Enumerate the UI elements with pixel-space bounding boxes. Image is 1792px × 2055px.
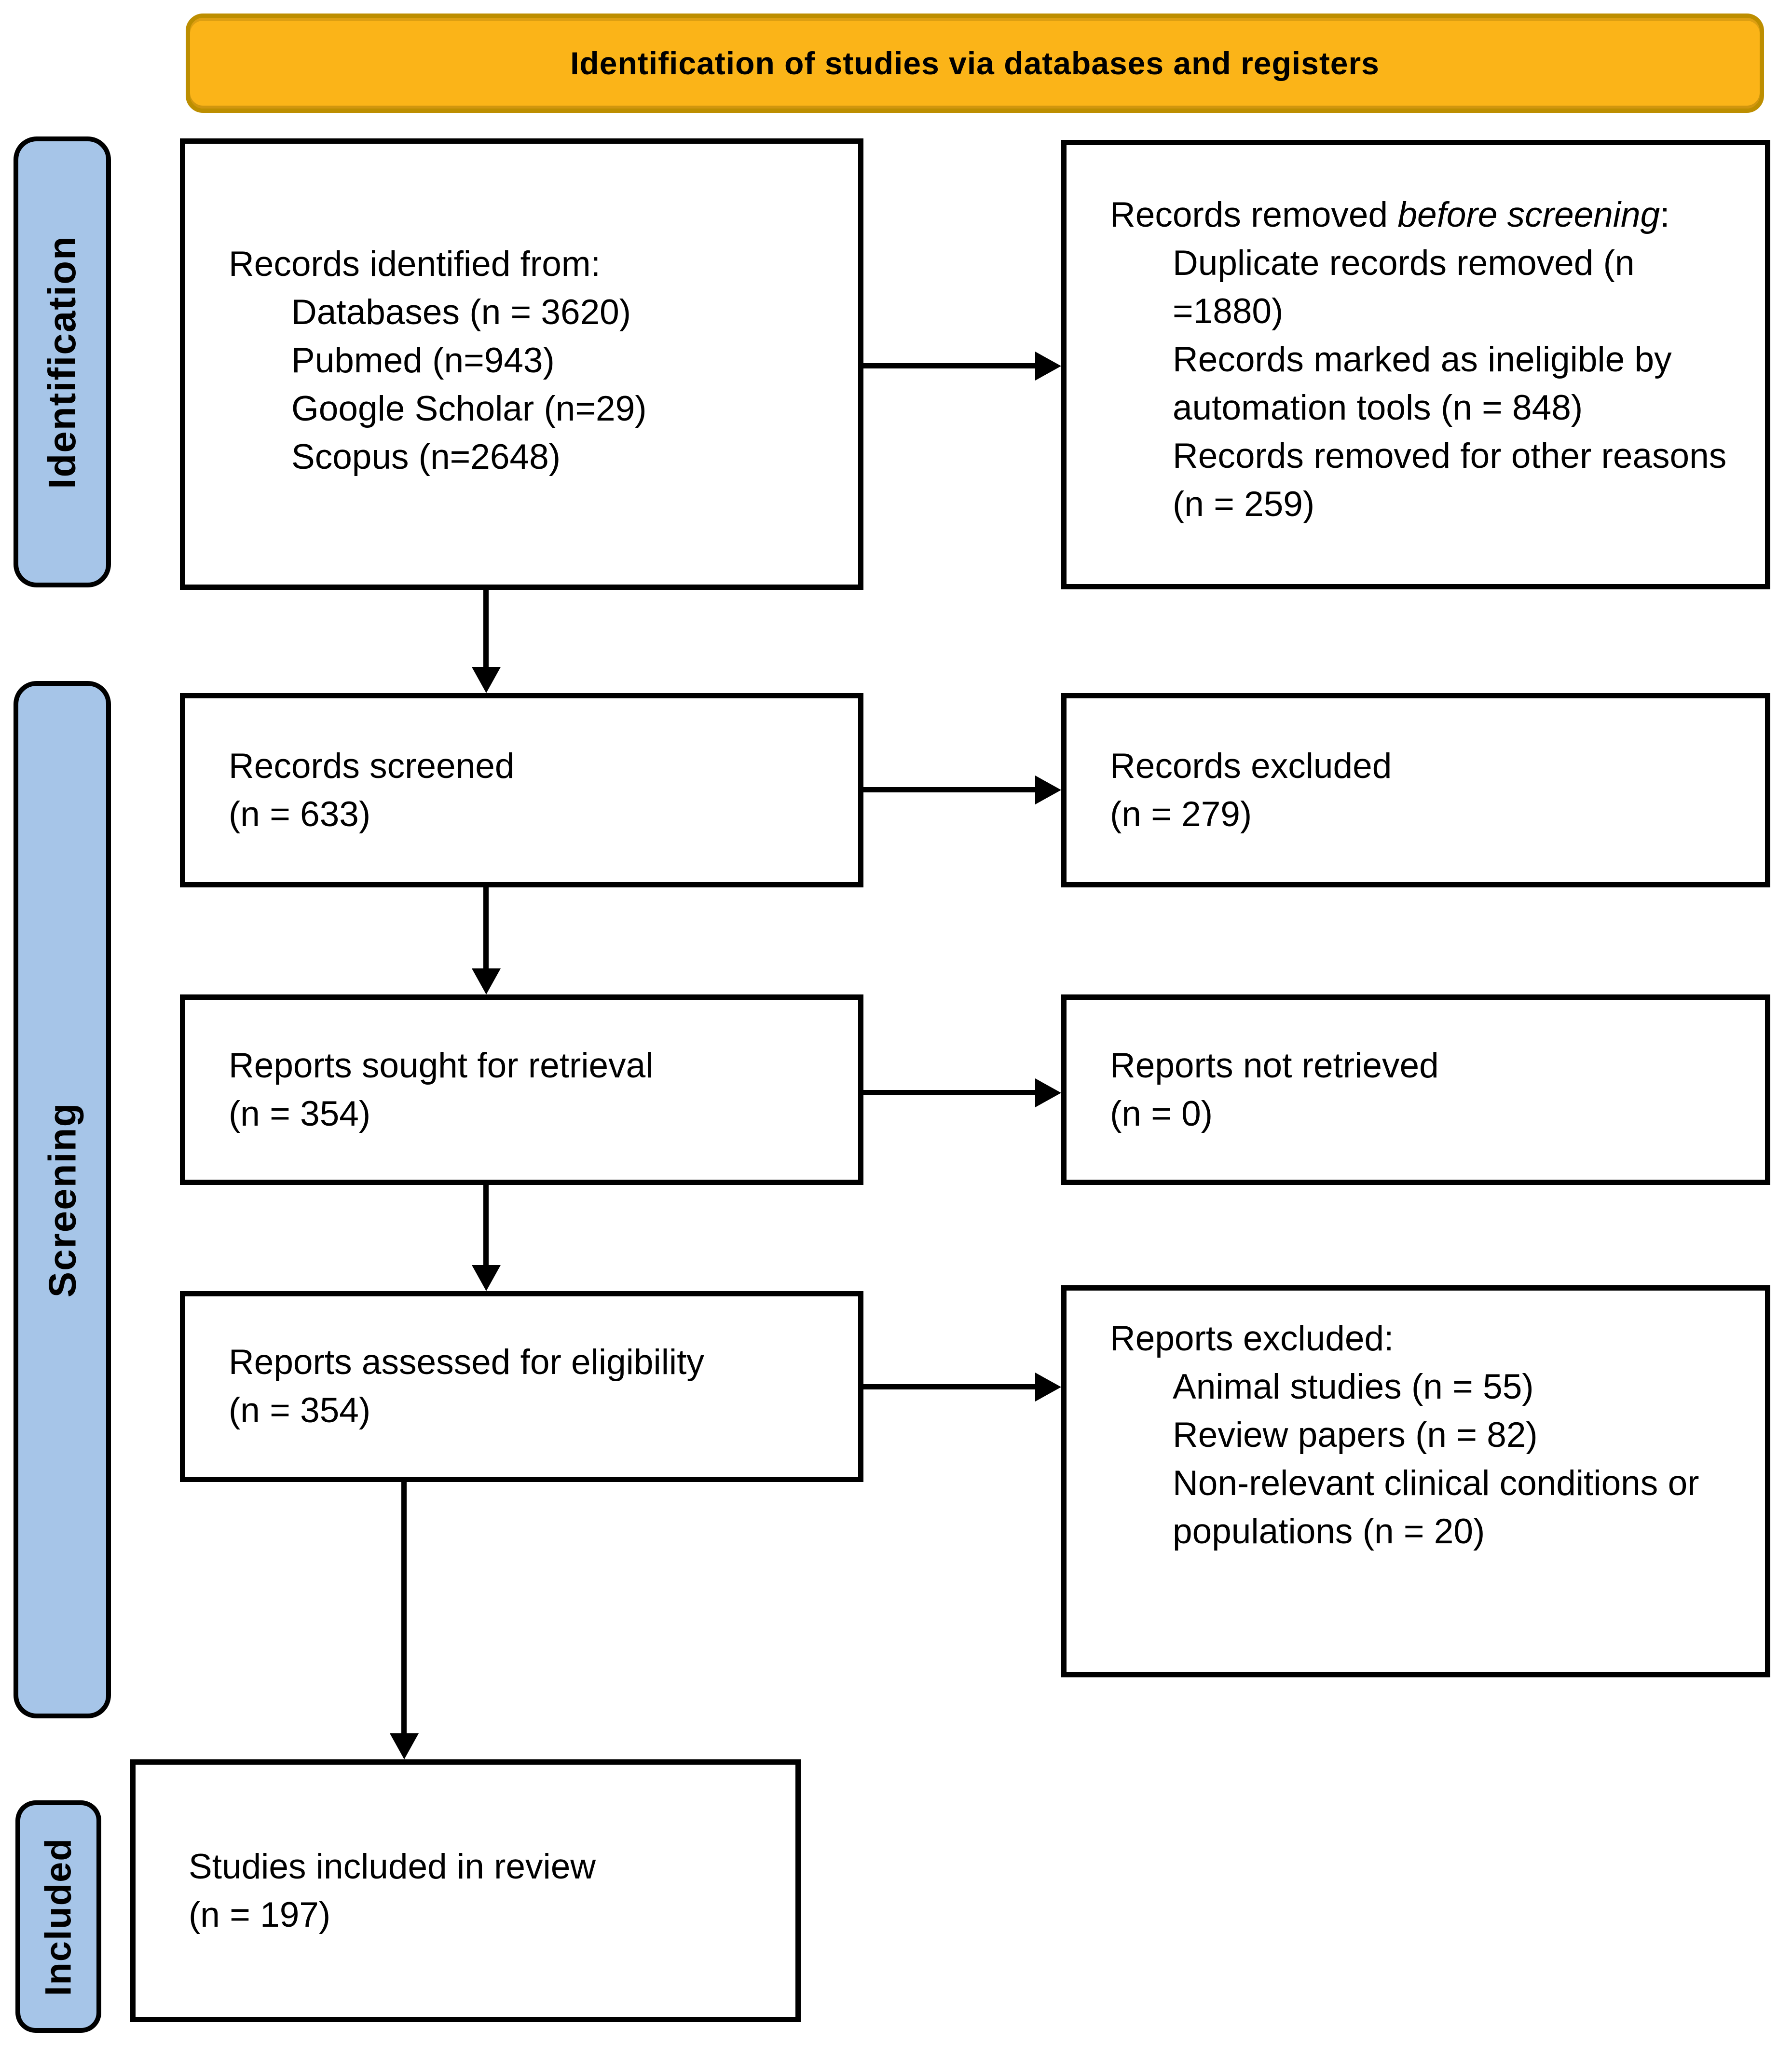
right-arrow: [863, 1090, 1036, 1095]
reports-excluded-item: Animal studies (n = 55): [1173, 1367, 1534, 1406]
stage-label-screening-text: Screening: [41, 1102, 84, 1297]
reports-not-retrieved-line1: Reports not retrieved: [1110, 1046, 1439, 1085]
records-identified-item: Scopus (n=2648): [291, 437, 561, 476]
reports-not-retrieved-line2: (n = 0): [1110, 1094, 1213, 1133]
stage-label-included-text: Included: [38, 1837, 79, 1996]
reports-assessed-line2: (n = 354): [229, 1391, 371, 1430]
records-removed-title: Records removed before screening:: [1110, 195, 1670, 234]
stage-label-screening: Screening: [14, 681, 111, 1718]
records-excluded-line1: Records excluded: [1110, 746, 1392, 786]
down-arrow: [483, 590, 489, 668]
box-reports-sought: Reports sought for retrieval (n = 354): [180, 994, 863, 1185]
box-reports-assessed: Reports assessed for eligibility (n = 35…: [180, 1291, 863, 1482]
reports-excluded-item: Review papers (n = 82): [1173, 1415, 1538, 1455]
box-studies-included: Studies included in review (n = 197): [130, 1759, 801, 2022]
box-records-excluded: Records excluded (n = 279): [1061, 693, 1770, 887]
records-identified-item: Databases (n = 3620): [291, 293, 631, 332]
down-arrow: [401, 1482, 407, 1734]
down-arrow: [483, 1185, 489, 1266]
records-screened-line1: Records screened: [229, 746, 515, 786]
box-records-identified: Records identified from: Databases (n = …: [180, 138, 863, 590]
stage-label-included: Included: [15, 1800, 101, 2033]
reports-sought-line1: Reports sought for retrieval: [229, 1046, 654, 1085]
box-reports-excluded: Reports excluded: Animal studies (n = 55…: [1061, 1285, 1770, 1677]
banner: Identification of studies via databases …: [186, 14, 1764, 113]
stage-label-identification: Identification: [14, 136, 111, 587]
records-identified-item: Google Scholar (n=29): [291, 389, 647, 428]
box-reports-not-retrieved: Reports not retrieved (n = 0): [1061, 994, 1770, 1185]
reports-excluded-item: Non-relevant clinical conditions or popu…: [1173, 1464, 1699, 1551]
records-removed-item: Duplicate records removed (n =1880): [1173, 244, 1635, 331]
studies-included-line1: Studies included in review: [189, 1847, 596, 1886]
reports-excluded-title: Reports excluded:: [1110, 1319, 1394, 1358]
records-identified-item: Pubmed (n=943): [291, 341, 555, 380]
reports-sought-line2: (n = 354): [229, 1094, 371, 1133]
right-arrow: [863, 1384, 1036, 1389]
reports-assessed-line1: Reports assessed for eligibility: [229, 1343, 704, 1382]
banner-title: Identification of studies via databases …: [570, 45, 1380, 81]
records-removed-item: Records marked as ineligible by automati…: [1173, 340, 1672, 427]
records-screened-line2: (n = 633): [229, 794, 371, 834]
records-identified-title: Records identified from:: [229, 245, 601, 284]
right-arrow: [863, 363, 1036, 368]
down-arrow: [483, 887, 489, 969]
studies-included-line2: (n = 197): [189, 1895, 331, 1934]
records-removed-item: Records removed for other reasons (n = 2…: [1173, 436, 1727, 524]
box-records-removed: Records removed before screening: Duplic…: [1061, 140, 1770, 589]
records-excluded-line2: (n = 279): [1110, 794, 1252, 834]
right-arrow: [863, 787, 1036, 792]
box-records-screened: Records screened (n = 633): [180, 693, 863, 887]
stage-label-identification-text: Identification: [41, 235, 83, 489]
